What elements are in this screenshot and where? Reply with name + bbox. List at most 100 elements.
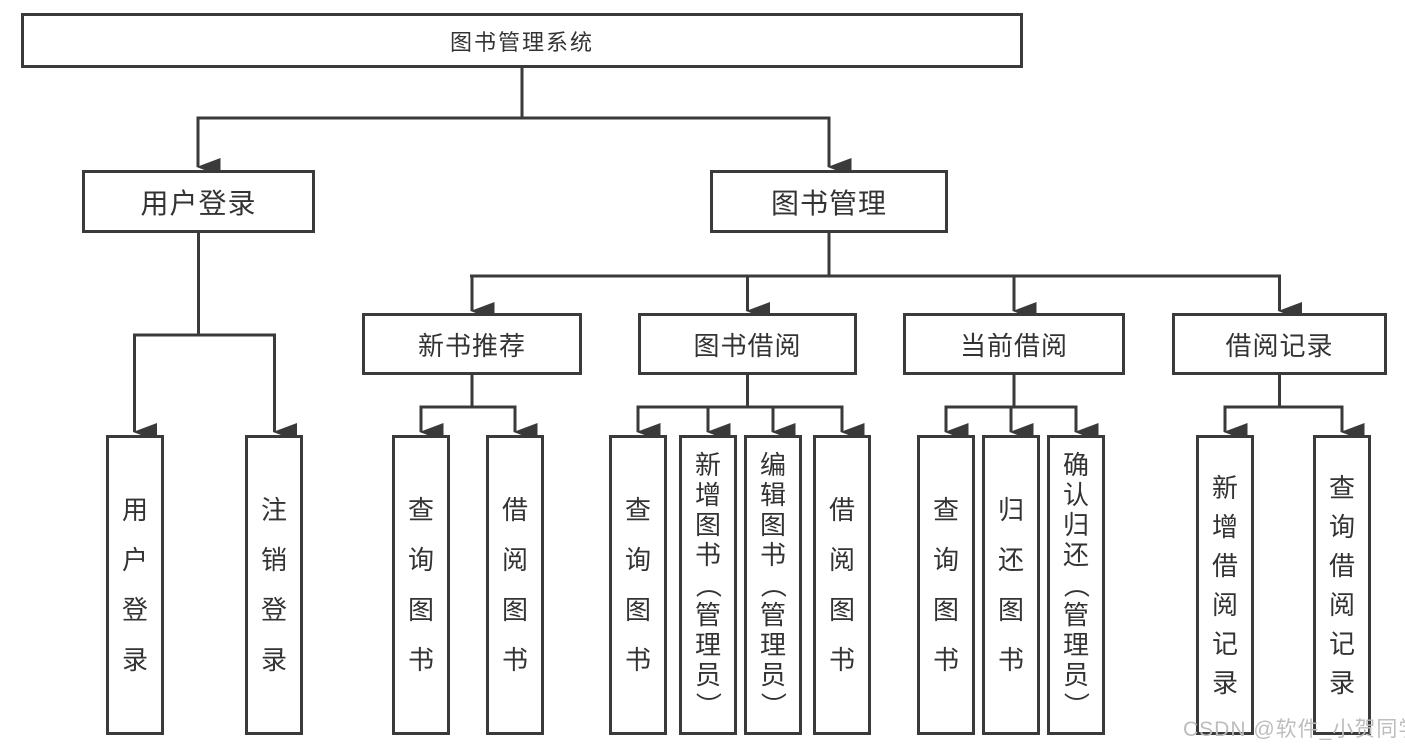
vertical-char: 管 xyxy=(1062,600,1089,630)
vertical-char: （ xyxy=(692,571,723,599)
vertical-char: 询 xyxy=(932,545,959,575)
vertical-char: 查 xyxy=(932,495,959,525)
vertical-char: 销 xyxy=(260,545,287,575)
vertical-char: 借 xyxy=(501,495,528,525)
leaf-current-query-books-label: 查询图书 xyxy=(920,438,972,732)
leaf-borrowing-borrow-books: 借阅图书 xyxy=(813,435,871,735)
vertical-char: 查 xyxy=(407,495,434,525)
leaf-current-return-books: 归还图书 xyxy=(982,435,1040,735)
node-book-management: 图书管理 xyxy=(710,170,948,233)
leaf-records-query-borrow-record-label: 查询借阅记录 xyxy=(1316,438,1368,732)
node-user-login: 用户登录 xyxy=(82,170,315,233)
leaf-current-confirm-return-admin: 确认归还（管理员） xyxy=(1047,435,1105,735)
vertical-char: 注 xyxy=(260,495,287,525)
node-library-system: 图书管理系统 xyxy=(21,13,1023,68)
vertical-char: 阅 xyxy=(1328,589,1355,620)
vertical-char: 借 xyxy=(1211,550,1238,581)
node-library-system-label: 图书管理系统 xyxy=(449,29,594,55)
watermark: CSDN @软件_小贺同学 xyxy=(1183,718,1405,741)
leaf-borrowing-edit-books-admin: 编辑图书（管理员） xyxy=(744,435,802,735)
vertical-char: 还 xyxy=(997,545,1024,575)
vertical-char: 图 xyxy=(624,595,651,625)
vertical-char: 编 xyxy=(759,450,786,480)
vertical-char: 辑 xyxy=(759,480,786,510)
vertical-char: 查 xyxy=(624,495,651,525)
leaf-newbook-borrow-books-label: 借阅图书 xyxy=(489,438,541,732)
vertical-char: 书 xyxy=(407,645,434,675)
leaf-borrowing-add-books-admin-label: 新增图书（管理员） xyxy=(682,438,734,732)
vertical-char: 理 xyxy=(694,630,721,660)
vertical-char: 认 xyxy=(1062,480,1089,510)
vertical-char: 理 xyxy=(759,630,786,660)
node-borrowing-records-label: 借阅记录 xyxy=(1225,330,1334,361)
vertical-char: 员 xyxy=(694,660,721,690)
vertical-char: 管 xyxy=(759,600,786,630)
vertical-char: 书 xyxy=(624,645,651,675)
vertical-char: 用 xyxy=(121,495,148,525)
vertical-char: 登 xyxy=(260,595,287,625)
vertical-char: 查 xyxy=(1328,472,1355,503)
vertical-char: 新 xyxy=(694,450,721,480)
vertical-char: 管 xyxy=(694,600,721,630)
leaf-logout-login-label: 注销登录 xyxy=(248,438,300,732)
vertical-char: 图 xyxy=(407,595,434,625)
vertical-char: 还 xyxy=(1062,540,1089,570)
vertical-char: 阅 xyxy=(501,545,528,575)
leaf-borrowing-add-books-admin: 新增图书（管理员） xyxy=(679,435,737,735)
vertical-char: 增 xyxy=(1211,511,1238,542)
vertical-char: 图 xyxy=(828,595,855,625)
vertical-char: 书 xyxy=(501,645,528,675)
leaf-records-query-borrow-record: 查询借阅记录 xyxy=(1313,435,1371,735)
leaf-user-login-label: 用户登录 xyxy=(109,438,161,732)
vertical-char: 书 xyxy=(694,540,721,570)
node-new-book-recommendation-label: 新书推荐 xyxy=(417,330,526,361)
vertical-char: 登 xyxy=(121,595,148,625)
vertical-char: ） xyxy=(1060,691,1091,719)
vertical-char: 图 xyxy=(997,595,1024,625)
vertical-char: 阅 xyxy=(1211,589,1238,620)
leaf-current-query-books: 查询图书 xyxy=(917,435,975,735)
vertical-char: 书 xyxy=(932,645,959,675)
vertical-char: 录 xyxy=(1211,667,1238,698)
leaf-newbook-borrow-books: 借阅图书 xyxy=(486,435,544,735)
vertical-char: 借 xyxy=(828,495,855,525)
leaf-borrowing-borrow-books-label: 借阅图书 xyxy=(816,438,868,732)
vertical-char: 图 xyxy=(932,595,959,625)
leaf-records-add-borrow-record-label: 新增借阅记录 xyxy=(1199,438,1251,732)
vertical-char: 图 xyxy=(694,510,721,540)
vertical-char: 书 xyxy=(828,645,855,675)
vertical-char: 员 xyxy=(759,660,786,690)
vertical-char: 归 xyxy=(1062,510,1089,540)
vertical-char: 借 xyxy=(1328,550,1355,581)
vertical-char: 书 xyxy=(997,645,1024,675)
vertical-char: ） xyxy=(692,691,723,719)
vertical-char: 员 xyxy=(1062,660,1089,690)
node-book-management-label: 图书管理 xyxy=(770,187,887,219)
leaf-borrowing-query-books-label: 查询图书 xyxy=(612,438,664,732)
vertical-char: 增 xyxy=(694,480,721,510)
vertical-char: 录 xyxy=(1328,667,1355,698)
vertical-char: 询 xyxy=(1328,511,1355,542)
node-new-book-recommendation: 新书推荐 xyxy=(362,313,582,375)
node-book-borrowing: 图书借阅 xyxy=(638,313,857,375)
vertical-char: 记 xyxy=(1328,628,1355,659)
vertical-char: 归 xyxy=(997,495,1024,525)
node-user-login-label: 用户登录 xyxy=(140,187,257,219)
leaf-borrowing-edit-books-admin-label: 编辑图书（管理员） xyxy=(747,438,799,732)
vertical-char: 确 xyxy=(1062,450,1089,480)
vertical-char: 新 xyxy=(1211,472,1238,503)
vertical-char: （ xyxy=(757,571,788,599)
leaf-borrowing-query-books: 查询图书 xyxy=(609,435,667,735)
vertical-char: 理 xyxy=(1062,630,1089,660)
vertical-char: 询 xyxy=(407,545,434,575)
leaf-newbook-query-books: 查询图书 xyxy=(392,435,450,735)
vertical-char: 询 xyxy=(624,545,651,575)
vertical-char: 记 xyxy=(1211,628,1238,659)
vertical-char: 图 xyxy=(759,510,786,540)
vertical-char: 阅 xyxy=(828,545,855,575)
vertical-char: 书 xyxy=(759,540,786,570)
vertical-char: （ xyxy=(1060,571,1091,599)
leaf-records-add-borrow-record: 新增借阅记录 xyxy=(1196,435,1254,735)
leaf-user-login: 用户登录 xyxy=(106,435,164,735)
